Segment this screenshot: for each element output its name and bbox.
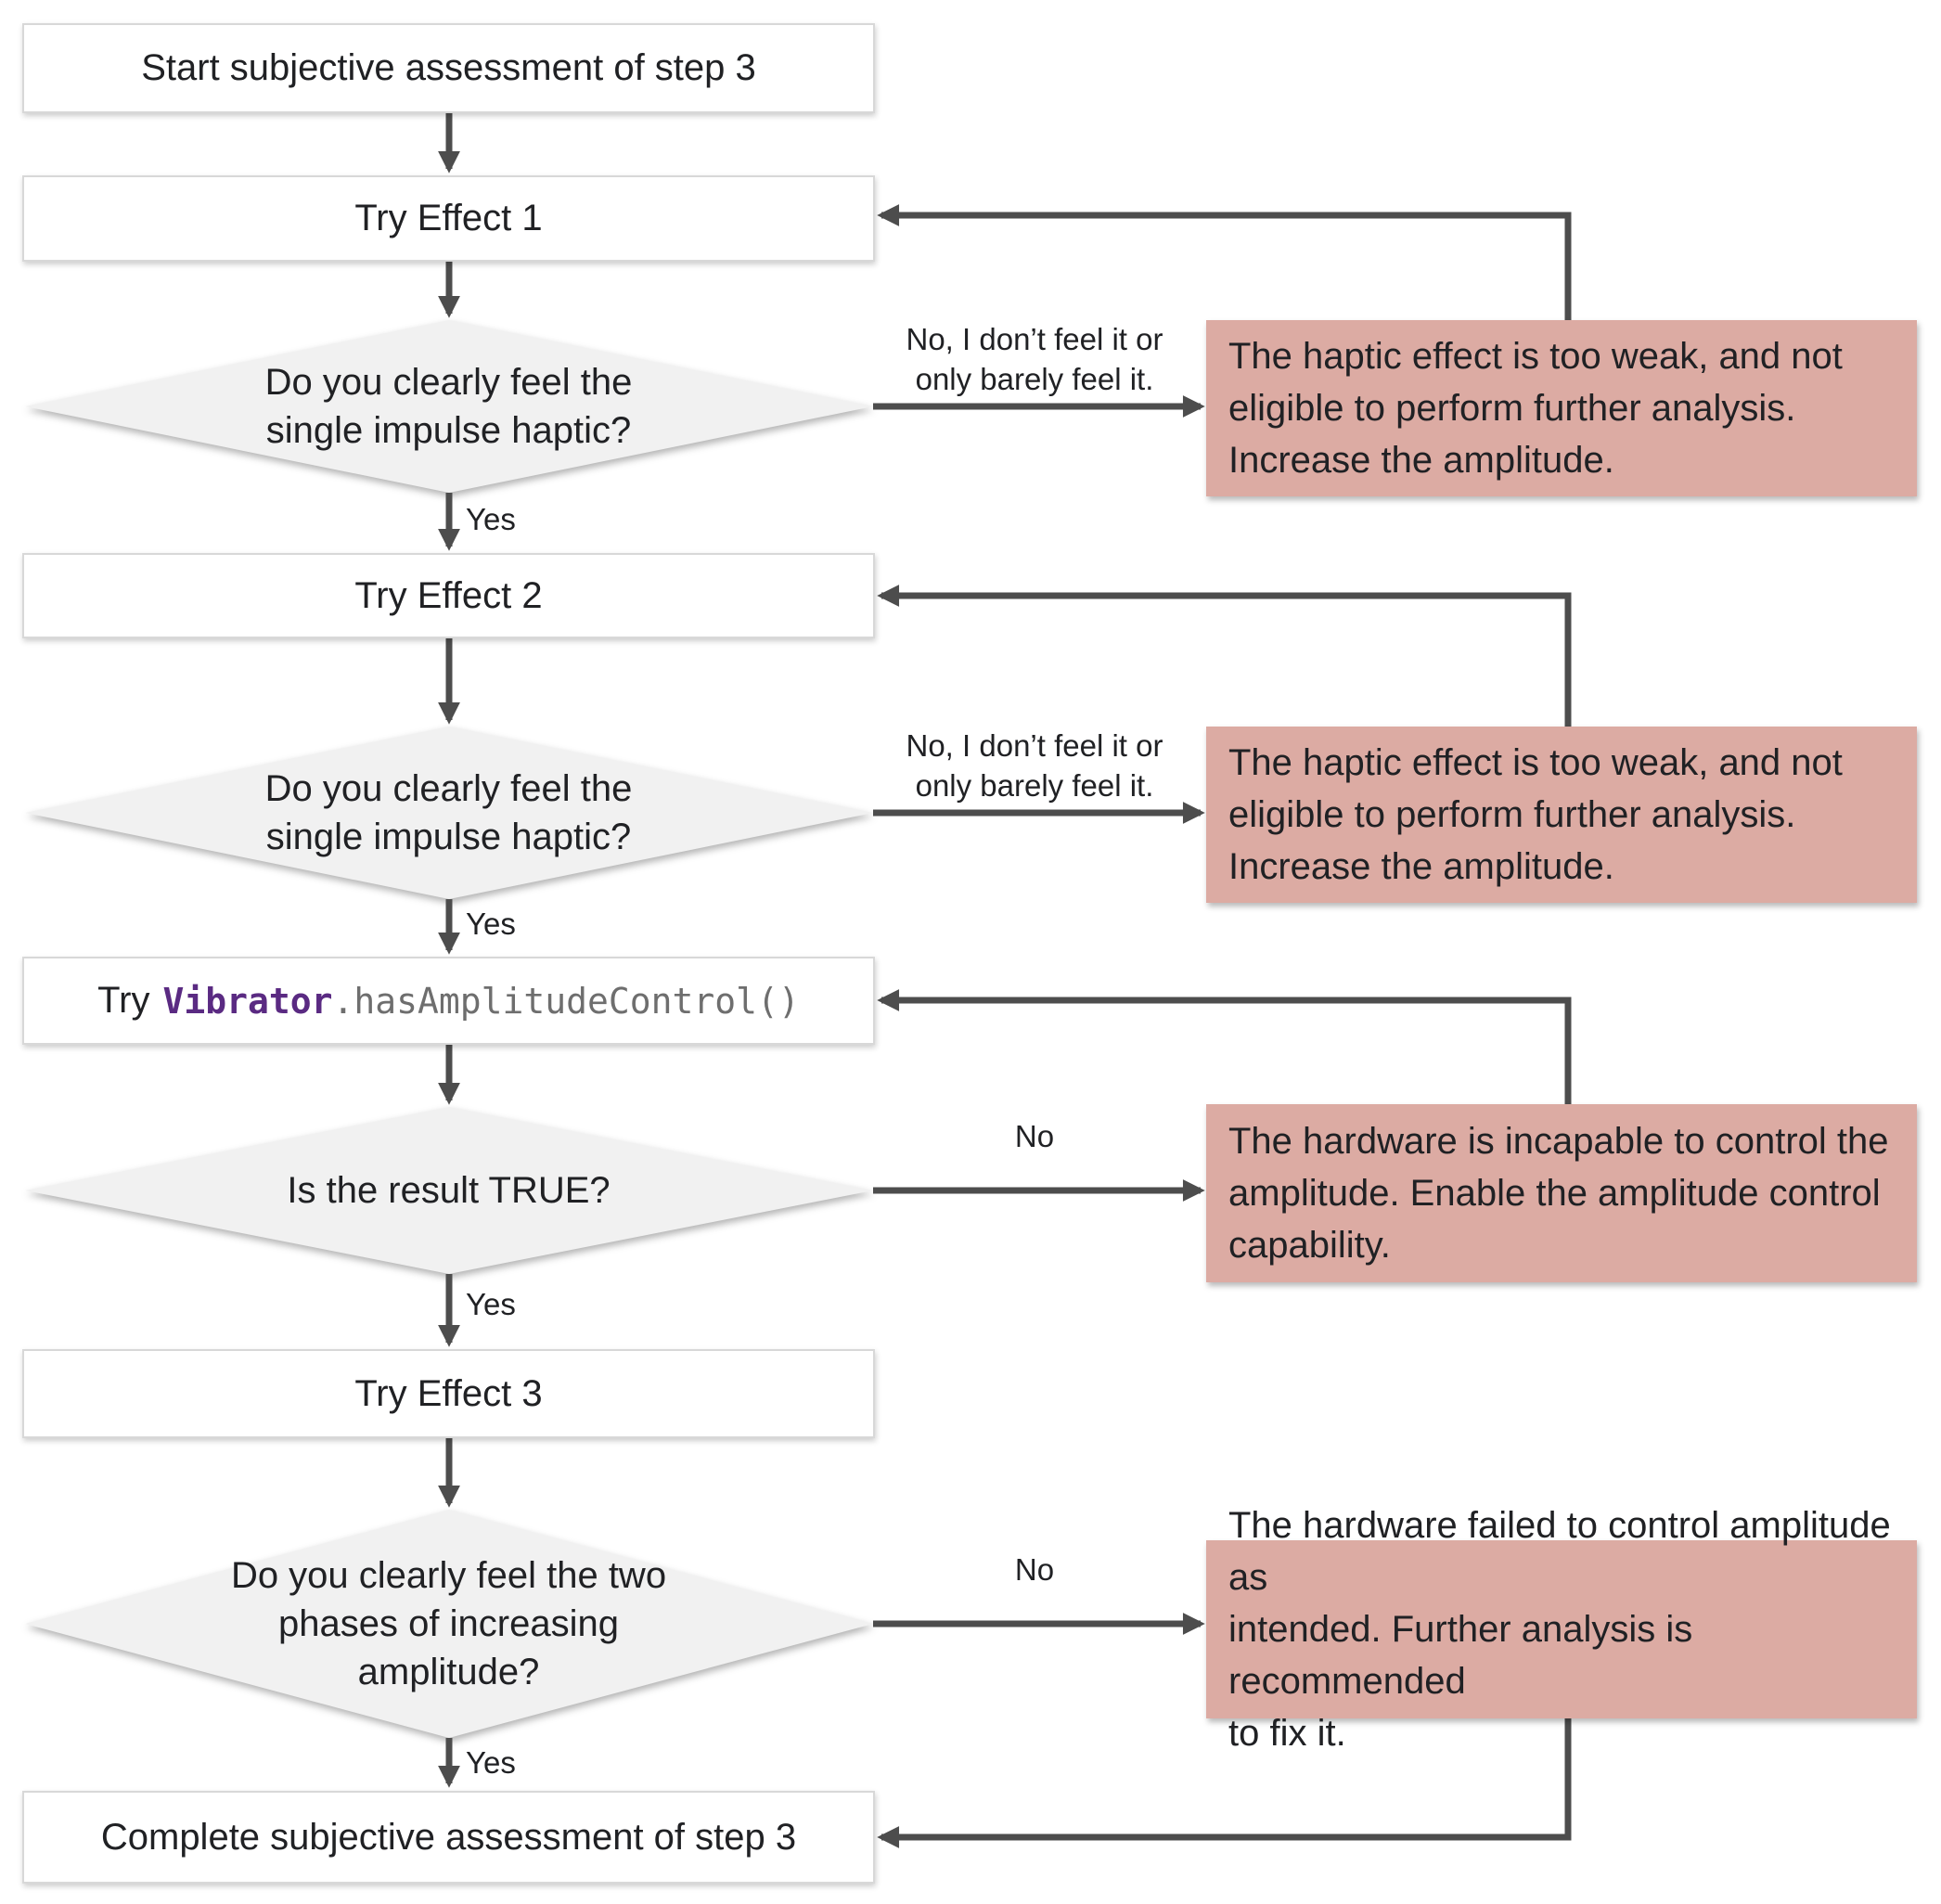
no-edge-label-1-line-2: only barely feel it. [915, 362, 1154, 396]
reject-box-2-line-2: eligible to perform further analysis. [1228, 794, 1796, 835]
decision-3-text: Is the result TRUE? [22, 1166, 875, 1215]
decision-1-text: Do you clearly feel the single impulse h… [22, 358, 875, 455]
reject-box-3-line-1: The hardware is incapable to control the [1228, 1121, 1889, 1162]
no-edge-label-4: No [1014, 1552, 1055, 1587]
reject-box-4-line-3: to fix it. [1228, 1713, 1346, 1754]
decision-1-line-1: Do you clearly feel the [264, 362, 633, 403]
feedback-reject3-to-apicall [877, 989, 1572, 1104]
process-box-try-effect-1: Try Effect 1 [22, 175, 875, 262]
no-edge-label-1: No, I don’t feel it or only barely feel … [881, 319, 1188, 399]
process-box-api-call: Try Vibrator .hasAmplitudeControl() [22, 957, 875, 1045]
decision-2-text: Do you clearly feel the single impulse h… [22, 765, 875, 861]
process-box-try-effect-3-label: Try Effect 3 [354, 1372, 543, 1414]
decision-2-line-2: single impulse haptic? [265, 817, 632, 857]
process-box-start-label: Start subjective assessment of step 3 [141, 47, 756, 88]
yes-edge-label-4: Yes [466, 1745, 516, 1780]
decision-2-line-1: Do you clearly feel the [264, 768, 633, 809]
reject-box-2-line-3: Increase the amplitude. [1228, 846, 1614, 887]
reject-box-4: The hardware failed to control amplitude… [1206, 1505, 1917, 1754]
process-box-try-effect-2: Try Effect 2 [22, 553, 875, 638]
process-box-try-effect-3: Try Effect 3 [22, 1349, 875, 1438]
reject-box-2-line-1: The haptic effect is too weak, and not [1228, 742, 1843, 783]
no-edge-label-1-line-1: No, I don’t feel it or [906, 322, 1163, 356]
feedback-reject1-to-try1 [877, 204, 1572, 320]
decision-1-line-2: single impulse haptic? [265, 410, 632, 451]
process-box-complete: Complete subjective assessment of step 3 [22, 1791, 875, 1884]
api-call-prefix: Try [97, 980, 150, 1021]
yes-edge-label-2: Yes [466, 907, 516, 941]
reject-box-3: The hardware is incapable to control the… [1206, 1104, 1917, 1282]
decision-diamond-3 [25, 1107, 873, 1274]
decision-diamond-4 [25, 1510, 873, 1738]
reject-box-3-line-3: capability. [1228, 1225, 1391, 1266]
yes-edge-label-3: Yes [466, 1287, 516, 1321]
no-edge-label-3: No [1014, 1119, 1055, 1153]
process-box-start: Start subjective assessment of step 3 [22, 23, 875, 113]
process-box-try-effect-1-label: Try Effect 1 [354, 198, 543, 238]
no-edge-label-2-line-2: only barely feel it. [915, 768, 1154, 803]
api-call-method-name: .hasAmplitudeControl() [332, 980, 800, 1022]
reject-box-1: The haptic effect is too weak, and not e… [1206, 320, 1917, 496]
decision-diamond-1 [25, 320, 873, 493]
reject-box-1-line-1: The haptic effect is too weak, and not [1228, 336, 1843, 377]
decision-4-line-2: phases of increasing [278, 1603, 619, 1644]
reject-box-3-line-2: amplitude. Enable the amplitude control [1228, 1173, 1881, 1214]
yes-edge-label-1: Yes [466, 502, 516, 536]
no-edge-label-2: No, I don’t feel it or only barely feel … [881, 726, 1188, 805]
decision-4-text: Do you clearly feel the two phases of in… [22, 1551, 875, 1696]
api-call-class-name: Vibrator [162, 980, 333, 1022]
process-box-try-effect-2-label: Try Effect 2 [354, 574, 543, 616]
decision-4-line-3: amplitude? [357, 1652, 540, 1692]
reject-box-2: The haptic effect is too weak, and not e… [1206, 727, 1917, 903]
process-box-complete-label: Complete subjective assessment of step 3 [100, 1816, 797, 1858]
reject-box-1-line-3: Increase the amplitude. [1228, 440, 1614, 481]
no-edge-label-2-line-1: No, I don’t feel it or [906, 728, 1163, 763]
reject-box-4-line-1: The hardware failed to control amplitude… [1228, 1505, 1891, 1598]
feedback-reject4-to-complete [877, 1718, 1572, 1848]
decision-diamond-2 [25, 727, 873, 899]
reject-box-1-line-2: eligible to perform further analysis. [1228, 388, 1796, 429]
decision-3-line-1: Is the result TRUE? [287, 1170, 611, 1211]
feedback-reject2-to-try2 [877, 585, 1572, 727]
decision-4-line-1: Do you clearly feel the two [230, 1555, 667, 1596]
reject-box-4-line-2: intended. Further analysis is recommende… [1228, 1609, 1693, 1702]
